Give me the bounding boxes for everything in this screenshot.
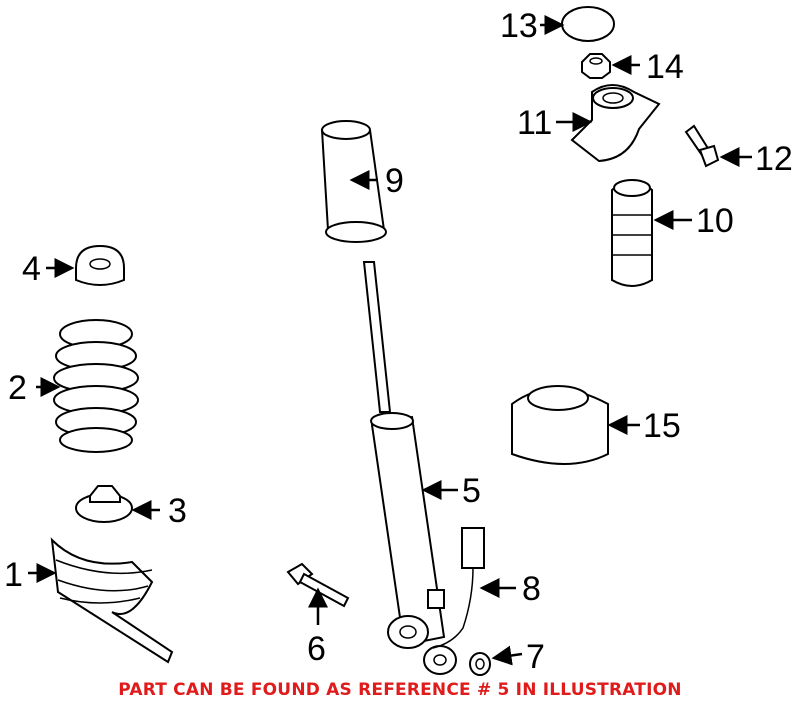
part-15-bracket [511,385,609,465]
part-2-coil-spring [53,319,139,453]
part-13-cap [561,6,615,42]
part-8-sensor [427,527,485,649]
callout-3: 3 [168,492,187,530]
part-1-shield [50,537,174,664]
part-14-nut [581,53,611,79]
callout-10: 10 [696,202,734,240]
callout-8: 8 [522,570,541,608]
part-10-bump-stop [611,179,653,287]
callout-4: 4 [22,250,41,288]
callout-13: 13 [500,7,538,45]
part-3-isolator [75,485,133,523]
reference-note: PART CAN BE FOUND AS REFERENCE # 5 IN IL… [118,680,682,700]
part-9-dust-boot [320,120,387,243]
callout-arrows [28,15,752,666]
part-12-bolt [684,124,720,168]
callout-5: 5 [462,472,481,510]
callout-12: 12 [755,140,793,178]
part-7-nut [469,652,491,676]
callout-15: 15 [643,407,681,445]
part-5-shock-absorber [362,261,457,675]
part-11-mount [570,84,661,163]
callout-9: 9 [385,162,404,200]
callout-6: 6 [307,630,326,668]
callout-11: 11 [517,104,552,142]
callout-14: 14 [646,48,684,86]
part-4-spring-seat [75,244,125,286]
callout-2: 2 [8,369,27,407]
callout-7: 7 [526,638,545,676]
callout-1: 1 [4,556,23,594]
